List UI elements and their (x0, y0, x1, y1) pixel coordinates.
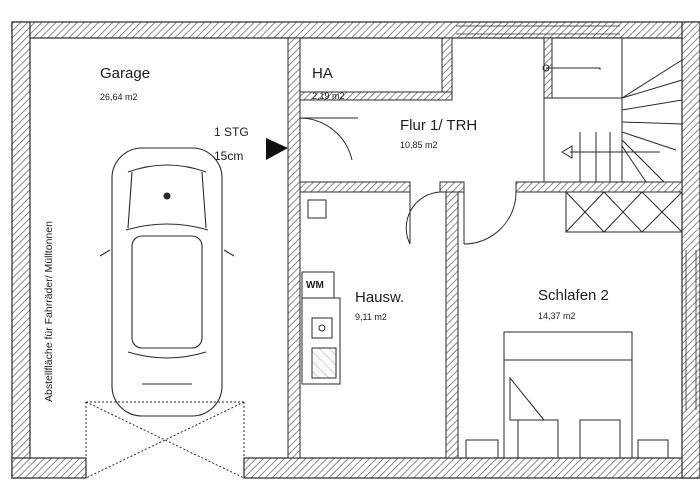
wall-flur-bottom-mid (439, 181, 465, 193)
step-count: 1 STG (214, 125, 249, 139)
interior-walls (287, 37, 683, 459)
wall-ha-right (441, 37, 453, 99)
room-name-schlafen: Schlafen 2 (538, 287, 609, 304)
step-arrow-icon (266, 138, 288, 160)
door-ha (299, 117, 358, 172)
step-height: 15cm (214, 149, 244, 163)
wall-bottom-right (243, 457, 700, 479)
sink-counter (301, 297, 341, 385)
ha-fixture (307, 199, 327, 219)
utility-fixtures (301, 199, 341, 385)
bedroom-furniture (465, 191, 683, 459)
wall-flur-bottom-left (299, 181, 411, 193)
wall-bottom-left (11, 457, 87, 479)
room-area-garage: 26,64 m2 (100, 92, 138, 102)
staircase (542, 37, 683, 183)
washing-machine-label: WM (306, 280, 324, 291)
room-area-schlafen: 14,37 m2 (538, 311, 576, 321)
room-area-hausw: 9,11 m2 (355, 312, 387, 322)
room-area-flur: 10,85 m2 (400, 140, 438, 150)
wall-flur-bottom-right (515, 181, 683, 193)
wardrobe (565, 191, 683, 233)
window-top (456, 25, 620, 35)
wall-hausw-schlafen (445, 191, 459, 459)
car-icon (99, 147, 235, 417)
door-hausw (405, 191, 441, 245)
bed (503, 331, 633, 459)
wall-top (11, 21, 700, 39)
door-garage (85, 401, 245, 479)
room-name-garage: Garage (100, 65, 151, 82)
nightstand-right (579, 419, 621, 459)
room-name-hausw: Hausw. (355, 289, 405, 306)
outer-walls (11, 21, 700, 479)
room-name-ha: HA (312, 65, 333, 82)
window-right (685, 250, 697, 410)
nightstand-left (517, 419, 559, 459)
wall-left (11, 21, 31, 479)
room-area-ha: 2,19 m2 (312, 91, 345, 101)
wall-ha-bottom (299, 91, 453, 101)
garage-storage-note: Abstellfläche für Fahrräder/ Mülltonnen (43, 221, 55, 402)
drain-grate (311, 347, 337, 379)
room-name-flur: Flur 1/ TRH (400, 117, 478, 134)
wall-garage-divider (287, 37, 301, 459)
wall-right (681, 21, 700, 479)
doors (85, 117, 517, 479)
door-schlafen (463, 191, 517, 245)
